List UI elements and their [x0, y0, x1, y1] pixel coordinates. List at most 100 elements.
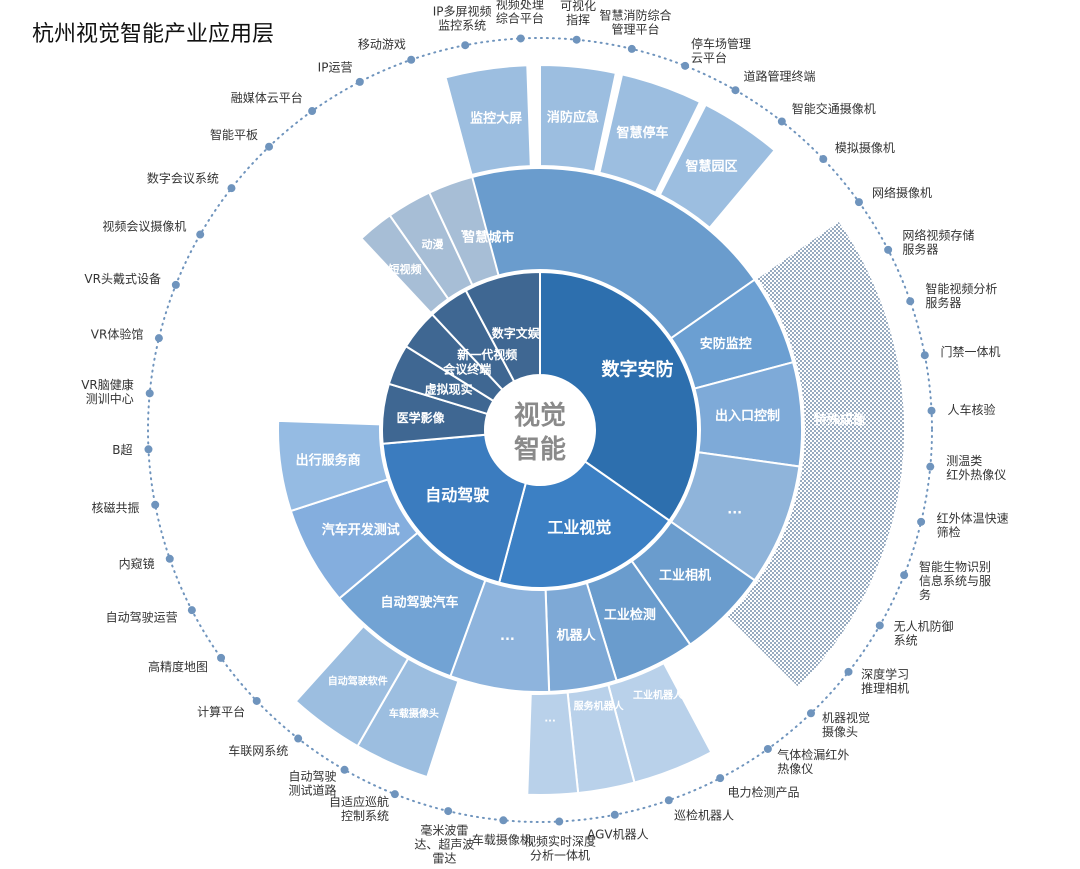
middle-label-1: 安防监控 — [700, 336, 752, 352]
outer-segment-9 — [294, 624, 410, 748]
outer-label-6: 服务机器人 — [574, 699, 625, 712]
middle-label-13: 短视频 — [389, 262, 422, 276]
perimeter-circle — [147, 37, 933, 823]
perimeter-label-29: 计算平台 — [197, 704, 245, 719]
perimeter-layer: IP多屏视频监控系统视频处理综合平台可视化指挥智慧消防综合管理平台停车场管理云平… — [81, 0, 1008, 866]
inner-label-7: 数字文娱 — [492, 325, 541, 340]
middle-label-12: ... — [460, 222, 473, 235]
perimeter-label-3: 智慧消防综合管理平台 — [600, 7, 672, 36]
inner-segment-2 — [381, 433, 527, 584]
outer-label-4: 特殊成像 — [814, 412, 867, 428]
perimeter-label-28: 车联网系统 — [228, 743, 288, 758]
perimeter-label-7: 模拟摄像机 — [835, 140, 895, 155]
middle-label-4: 工业相机 — [659, 568, 711, 584]
perimeter-label-42: IP运营 — [318, 61, 353, 75]
outer-segment-0 — [444, 64, 532, 177]
perimeter-label-11: 门禁一体机 — [941, 344, 1001, 359]
perimeter-label-32: 内窥镜 — [119, 556, 155, 571]
center-label-line1: 视觉 — [514, 401, 566, 431]
perimeter-dot-25 — [444, 807, 453, 816]
perimeter-dot-40 — [265, 142, 274, 151]
perimeter-dot-37 — [171, 280, 180, 289]
middle-label-7: ... — [500, 629, 515, 644]
inner-label-3: 医学影像 — [397, 410, 446, 425]
inner-label-6: 新一代视频 — [457, 347, 517, 362]
perimeter-dot-12 — [927, 406, 936, 415]
perimeter-dot-26 — [390, 790, 399, 799]
labels-layer: 数字安防工业视觉自动驾驶医学影像虚拟现实会议终端新一代视频数字文娱智慧城市安防监… — [296, 109, 867, 724]
middle-label-8: 自动驾驶汽车 — [381, 595, 459, 611]
perimeter-dot-36 — [154, 334, 163, 343]
perimeter-label-38: 视频会议摄像机 — [102, 219, 186, 234]
middle-segment-10 — [277, 419, 390, 513]
perimeter-label-34: B超 — [112, 442, 132, 457]
perimeter-dot-35 — [145, 389, 154, 398]
middle-label-6: 机器人 — [557, 628, 597, 644]
inner-label-5: 会议终端 — [443, 361, 491, 376]
perimeter-dot-19 — [763, 744, 772, 753]
outer-segment-1 — [539, 63, 618, 173]
perimeter-label-21: 巡检机器人 — [674, 807, 734, 822]
perimeter-label-25: 毫米波雷达、超声波雷达 — [414, 823, 474, 866]
center-label-line2: 智能 — [514, 434, 566, 465]
perimeter-dot-23 — [555, 817, 564, 826]
perimeter-label-20: 电力检测产品 — [728, 784, 800, 799]
perimeter-label-40: 智能平板 — [210, 127, 258, 142]
perimeter-dot-17 — [844, 667, 853, 676]
perimeter-label-4: 停车场管理云平台 — [691, 36, 751, 65]
perimeter-label-0: IP多屏视频监控系统 — [433, 3, 492, 32]
perimeter-dot-5 — [731, 86, 740, 95]
perimeter-label-43: 移动游戏 — [358, 38, 406, 52]
perimeter-dot-31 — [187, 606, 196, 615]
middle-label-2: 出入口控制 — [715, 408, 780, 424]
perimeter-dot-32 — [165, 554, 174, 563]
middle-segment-12 — [427, 175, 500, 287]
outer-segment-7 — [526, 691, 580, 796]
inner-label-0: 数字安防 — [602, 359, 674, 381]
inner-label-1: 工业视觉 — [547, 518, 611, 537]
perimeter-dot-8 — [854, 198, 863, 207]
perimeter-label-31: 自动驾驶运营 — [106, 610, 178, 625]
perimeter-label-23: 视频实时深度分析一体机 — [524, 834, 596, 863]
perimeter-label-18: 机器视觉摄像头 — [822, 710, 870, 739]
middle-label-5: 工业检测 — [604, 607, 656, 623]
perimeter-label-15: 智能生物识别信息系统与服务 — [919, 559, 991, 602]
perimeter-label-39: 数字会议系统 — [147, 170, 219, 185]
perimeter-dot-33 — [151, 500, 160, 509]
outer-label-8: 车载摄像头 — [389, 707, 439, 720]
perimeter-dot-43 — [407, 55, 416, 64]
segments-layer — [277, 63, 906, 796]
perimeter-dot-10 — [906, 297, 915, 306]
perimeter-dot-22 — [610, 810, 619, 819]
perimeter-label-12: 人车核验 — [948, 402, 996, 417]
perimeter-dot-3 — [627, 44, 636, 53]
perimeter-dot-39 — [227, 184, 236, 193]
perimeter-dot-14 — [917, 517, 926, 526]
outer-segment-4 — [725, 219, 906, 690]
perimeter-dot-30 — [217, 653, 226, 662]
outer-segment-3 — [658, 103, 777, 230]
perimeter-dot-38 — [196, 230, 205, 239]
perimeter-dot-7 — [819, 155, 828, 164]
perimeter-dot-21 — [664, 796, 673, 805]
middle-label-11: 动漫 — [422, 237, 445, 251]
inner-label-2: 自动驾驶 — [425, 485, 489, 504]
perimeter-label-9: 网络视频存储服务器 — [902, 227, 974, 256]
perimeter-label-8: 网络摄像机 — [872, 185, 932, 200]
perimeter-dot-41 — [308, 107, 317, 116]
outer-label-9: 自动驾驶软件 — [328, 674, 388, 687]
perimeter-dot-28 — [294, 734, 303, 743]
outer-label-0: 监控大屏 — [470, 111, 522, 127]
perimeter-label-16: 无人机防御系统 — [894, 618, 954, 647]
perimeter-label-35: VR脑健康测训中心 — [81, 377, 134, 406]
perimeter-label-26: 自适应巡航控制系统 — [329, 794, 389, 823]
perimeter-label-13: 测温类红外热像仪 — [946, 454, 1006, 482]
perimeter-label-1: 视频处理综合平台 — [496, 0, 544, 25]
perimeter-dot-27 — [340, 765, 349, 774]
perimeter-dot-2 — [572, 35, 581, 44]
outer-label-1: 消防应急 — [547, 109, 599, 125]
center-circle — [485, 375, 595, 485]
perimeter-label-2: 可视化指挥 — [560, 0, 596, 27]
perimeter-label-10: 智能视频分析服务器 — [925, 281, 997, 310]
outer-label-5: 工业机器人 — [633, 689, 684, 702]
